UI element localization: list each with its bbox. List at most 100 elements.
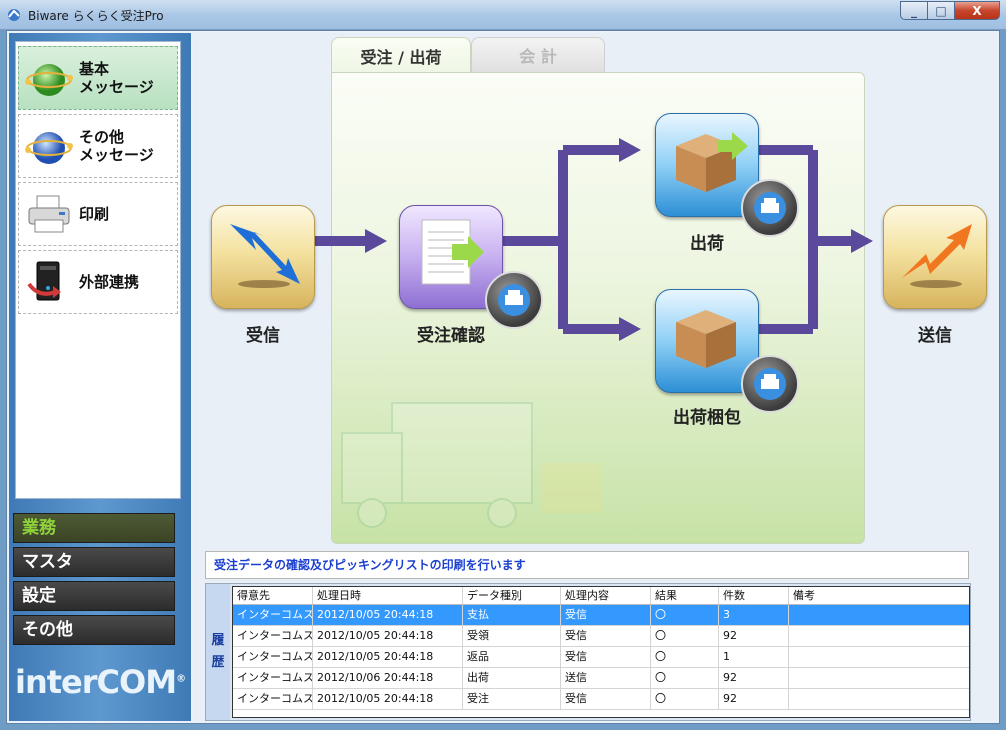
window-controls: _ □ X [900,1,1000,20]
close-icon: X [972,3,982,18]
history-tab-label: 歴 [211,655,225,670]
cell-data-type: 受注 [463,689,561,709]
cell-result: 〇 [651,605,719,625]
send-arrow-icon [902,224,972,288]
sidebar-item-label: その他 メッセージ [79,128,154,164]
shipment-label: 出荷 [690,234,724,254]
cell-customer: インターコムスーパ [233,626,313,646]
column-header[interactable]: 備考 [793,589,815,602]
cell-result: 〇 [651,668,719,688]
cell-customer: インターコムスーパ [233,605,313,625]
order-confirm-label: 受注確認 [417,326,485,346]
info-message: 受注データの確認及びピッキングリストの印刷を行います [205,551,969,579]
cell-count: 1 [719,647,789,667]
tab-order-shipment[interactable]: 受注 / 出荷 [331,37,471,73]
nav-other[interactable]: その他 [13,615,175,645]
column-header[interactable]: 結果 [651,587,719,604]
cell-customer: インターコムスーパ [233,647,313,667]
shipment-packing-label: 出荷梱包 [673,408,741,428]
send-node[interactable] [883,205,987,309]
cell-count: 3 [719,605,789,625]
computer-tower-icon [27,261,61,301]
cell-data-type: 出荷 [463,668,561,688]
sidebar-menu: 基本 メッセージ その他 メッセージ 印刷 [15,41,181,499]
document-icon [421,219,484,285]
cell-process: 受信 [561,689,651,709]
logo-text: interCOM [15,663,177,701]
receive-label: 受信 [246,326,280,346]
maximize-button[interactable]: □ [927,1,954,20]
cell-process: 受信 [561,626,651,646]
cell-count: 92 [719,626,789,646]
sidebar-item-basic-message[interactable]: 基本 メッセージ [18,46,178,110]
cell-result: 〇 [651,626,719,646]
nav-settings[interactable]: 設定 [13,581,175,611]
sidebar-item-external-link[interactable]: 外部連携 [18,250,178,314]
app-frame: 基本 メッセージ その他 メッセージ 印刷 [6,30,1000,724]
sidebar-item-label: 外部連携 [79,273,140,291]
print-badge-icon[interactable] [741,179,799,237]
cell-count: 92 [719,668,789,688]
history-table: 得意先 処理日時 データ種別 処理内容 結果 件数 備考 インターコムスーパ 2… [232,586,970,718]
main-content: 受注 / 出荷 会 計 [193,33,997,721]
column-header[interactable]: 件数 [719,587,789,604]
cell-data-type: 受領 [463,626,561,646]
minimize-icon: _ [911,3,917,18]
history-tab[interactable]: 履 歴 [206,584,230,720]
cell-count: 92 [719,689,789,709]
intercom-logo: interCOM® [15,663,186,701]
app-logo-icon [8,9,20,21]
cell-datetime: 2012/10/05 20:44:18 [313,626,463,646]
sidebar-item-print[interactable]: 印刷 [18,182,178,246]
print-badge-icon[interactable] [741,355,799,413]
column-header[interactable]: 処理日時 [313,587,463,604]
cell-process: 送信 [561,668,651,688]
printer-icon [28,195,70,233]
cell-datetime: 2012/10/05 20:44:18 [313,605,463,625]
table-row[interactable]: インターコムスーパ 2012/10/05 20:44:18 返品 受信 〇 1 [233,647,969,668]
nav-business[interactable]: 業務 [13,513,175,543]
green-globe-icon [25,64,73,96]
send-label: 送信 [918,326,952,346]
cell-customer: インターコムスーパ [233,689,313,709]
receive-node[interactable] [211,205,315,309]
receive-arrow-icon [230,224,300,288]
sidebar-item-label: 印刷 [79,205,110,223]
table-row[interactable]: インターコムスーパ 2012/10/05 20:44:18 受注 受信 〇 92 [233,689,969,710]
cell-process: 受信 [561,647,651,667]
minimize-button[interactable]: _ [900,1,927,20]
sidebar-item-label: 基本 メッセージ [79,60,154,96]
cell-remarks [789,647,969,667]
workflow-arrows [315,138,873,341]
cell-datetime: 2012/10/05 20:44:18 [313,647,463,667]
print-badge-icon[interactable] [485,271,543,329]
cell-customer: インターコムスーパ [233,668,313,688]
history-tab-label: 履 [211,633,225,648]
table-header: 得意先 処理日時 データ種別 処理内容 結果 件数 備考 [233,587,969,605]
column-header[interactable]: 得意先 [233,587,313,604]
history-panel: 履 歴 得意先 処理日時 データ種別 処理内容 結果 件数 備考 インターコムス… [205,583,971,721]
cell-data-type: 返品 [463,647,561,667]
nav-master[interactable]: マスタ [13,547,175,577]
cell-remarks [789,689,969,709]
title-bar: Biware らくらく受注Pro _ □ X [0,0,1006,30]
maximize-icon: □ [935,3,947,18]
sidebar: 基本 メッセージ その他 メッセージ 印刷 [9,33,191,721]
close-button[interactable]: X [954,1,1000,20]
cell-datetime: 2012/10/05 20:44:18 [313,689,463,709]
cell-datetime: 2012/10/06 20:44:18 [313,668,463,688]
column-header[interactable]: 処理内容 [561,587,651,604]
cell-remarks [789,626,969,646]
table-row[interactable]: インターコムスーパ 2012/10/05 20:44:18 受領 受信 〇 92 [233,626,969,647]
cell-result: 〇 [651,647,719,667]
window-title: Biware らくらく受注Pro [28,9,164,23]
cell-remarks [789,605,969,625]
sidebar-item-other-message[interactable]: その他 メッセージ [18,114,178,178]
table-row[interactable]: インターコムスーパ 2012/10/05 20:44:18 支払 受信 〇 3 [233,605,969,626]
cell-data-type: 支払 [463,605,561,625]
cell-result: 〇 [651,689,719,709]
truck-watermark-icon [341,402,602,528]
table-row[interactable]: インターコムスーパ 2012/10/06 20:44:18 出荷 送信 〇 92 [233,668,969,689]
blue-globe-icon [25,132,73,164]
column-header[interactable]: データ種別 [463,587,561,604]
